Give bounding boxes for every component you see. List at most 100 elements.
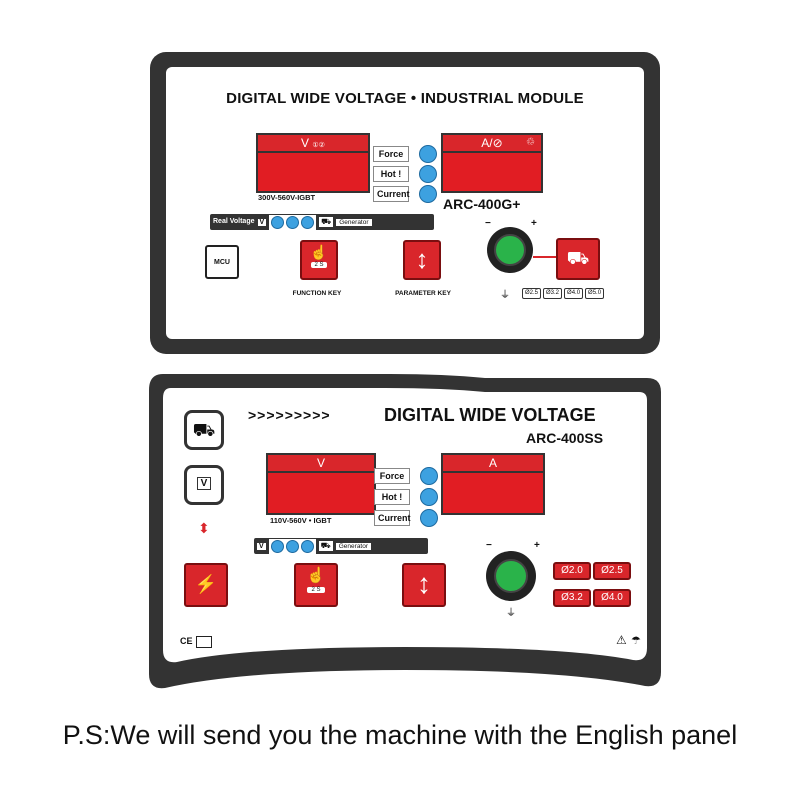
hot-key[interactable]: Hot !	[374, 486, 438, 507]
generator-icon: ⛟	[566, 248, 590, 268]
force-key[interactable]: Force	[373, 144, 437, 164]
mode-keys: Force Hot ! Current	[373, 144, 437, 204]
touch-icon: ☝	[310, 244, 328, 260]
ce-mark: CE	[180, 636, 193, 646]
generator-icon: ⛟	[319, 217, 334, 227]
welding-mode-button[interactable]: ⚡	[184, 563, 228, 607]
generator-label: Generator	[335, 542, 372, 550]
electrode-size: Ø2.5	[522, 288, 542, 299]
current-key[interactable]: Current	[374, 507, 438, 528]
electrode-sizes: Ø2.5 Ø3.2 Ø4.0 Ø5.0	[522, 288, 605, 299]
parameter-key-button[interactable]: ↕	[403, 240, 441, 280]
electrode-size: Ø5.0	[585, 288, 605, 299]
touch-icon: ☝	[306, 567, 326, 584]
strip-led	[301, 215, 315, 229]
mode-strip: Real Voltage V ⛟ Generator	[210, 214, 434, 230]
panel-bottom-model: ARC-400SS	[526, 430, 604, 446]
strip-led	[271, 215, 285, 229]
amp-display-label: A	[443, 455, 543, 471]
force-key-label: Force	[374, 467, 410, 484]
footer-note: P.S:We will send you the machine with th…	[62, 720, 738, 750]
strip-led	[285, 539, 299, 553]
hot-led	[420, 487, 438, 506]
warning-icon: ⚠	[616, 633, 627, 647]
current-led	[420, 508, 438, 527]
current-led	[419, 185, 437, 203]
strip-led	[270, 539, 284, 553]
hot-led	[419, 165, 437, 183]
force-key-label: Force	[373, 146, 409, 162]
adjust-knob[interactable]	[487, 227, 533, 273]
electrode-button[interactable]: Ø2.5	[593, 562, 631, 580]
title-arrows: >>>>>>>>>	[248, 407, 331, 423]
strip-leds	[268, 538, 316, 554]
current-key[interactable]: Current	[373, 184, 437, 204]
welding-icon: ⚡	[194, 574, 218, 594]
knob-plus: +	[531, 218, 537, 229]
mode-strip: V ⛟ Generator	[254, 538, 428, 554]
real-voltage-label: Real Voltage	[213, 218, 255, 225]
voltage-mode-icon: V	[196, 477, 212, 490]
generator-icon: ⛟	[192, 420, 216, 440]
knob-cap	[494, 234, 526, 266]
mode-keys: Force Hot ! Current	[374, 465, 438, 528]
electrode-size: Ø4.0	[564, 288, 584, 299]
knob-pointer	[533, 256, 557, 258]
recycle-icon: ♲	[526, 137, 535, 148]
force-led	[419, 145, 437, 163]
amp-display: A	[441, 453, 545, 515]
spec-label: 300V-560V-IGBT	[258, 193, 316, 202]
generator-label: Generator	[336, 218, 372, 226]
current-key-label: Current	[373, 186, 410, 202]
voltage-display: V	[266, 453, 376, 515]
voltage-mode-icon: V	[257, 542, 266, 550]
electrode-button[interactable]: Ø4.0	[593, 589, 631, 607]
electrode-icon: ⏚	[500, 290, 510, 301]
model-label: ARC-400G+	[443, 196, 521, 212]
strip-leds	[269, 214, 317, 230]
up-down-indicator-icon: ⬍	[198, 520, 210, 536]
voltage-mode-button[interactable]: V	[184, 465, 224, 505]
panel-top-title: DIGITAL WIDE VOLTAGE • INDUSTRIAL MODULE	[226, 90, 584, 107]
function-key-button[interactable]: ☝ 2 S	[300, 240, 338, 280]
electrode-icon: ⏚	[506, 608, 516, 619]
up-down-arrow-icon: ↕	[417, 568, 431, 599]
generator-icon: ⛟	[318, 541, 333, 551]
strip-led	[300, 539, 314, 553]
knob-minus: −	[485, 218, 491, 229]
function-key-2s: 2 S	[307, 587, 325, 593]
voltage-display-label: V	[268, 455, 374, 471]
parameter-key-label: PARAMETER KEY	[395, 290, 451, 297]
voltage-display-label: V	[301, 136, 310, 150]
parameter-key-button[interactable]: ↕	[402, 563, 446, 607]
force-key[interactable]: Force	[374, 465, 438, 486]
knob-cap	[494, 559, 528, 593]
voltage-display: V ①②	[256, 133, 370, 193]
spec-label: 110V-560V • IGBT	[270, 516, 332, 525]
function-key-button[interactable]: ☝ 2 S	[294, 563, 338, 607]
function-key-2s: 2 S	[311, 262, 327, 268]
electrode-button[interactable]: Ø2.0	[553, 562, 591, 580]
recycle-bin-icon	[196, 636, 212, 648]
electrode-size: Ø3.2	[543, 288, 563, 299]
up-down-arrow-icon: ↕	[415, 244, 429, 274]
mcu-icon: MCU	[205, 245, 239, 279]
adjust-knob[interactable]	[486, 551, 536, 601]
hot-key[interactable]: Hot !	[373, 164, 437, 184]
generator-button[interactable]: ⛟	[556, 238, 600, 280]
voltage-symbol: ①②	[312, 142, 325, 149]
panel-bottom-title: DIGITAL WIDE VOLTAGE	[384, 405, 596, 425]
force-led	[420, 466, 438, 485]
hot-key-label: Hot !	[373, 166, 409, 182]
electrode-button[interactable]: Ø3.2	[553, 589, 591, 607]
generator-mode-button[interactable]: ⛟	[184, 410, 224, 450]
umbrella-icon: ☂	[631, 635, 641, 647]
knob-minus: −	[486, 540, 492, 551]
mcu-label: MCU	[214, 258, 230, 266]
current-key-label: Current	[374, 509, 411, 526]
voltage-mode-icon: V	[257, 218, 267, 226]
amp-display-label: A/⊘	[481, 136, 503, 150]
knob-plus: +	[534, 540, 540, 551]
function-key-label: FUNCTION KEY	[292, 290, 342, 297]
strip-led	[286, 215, 300, 229]
